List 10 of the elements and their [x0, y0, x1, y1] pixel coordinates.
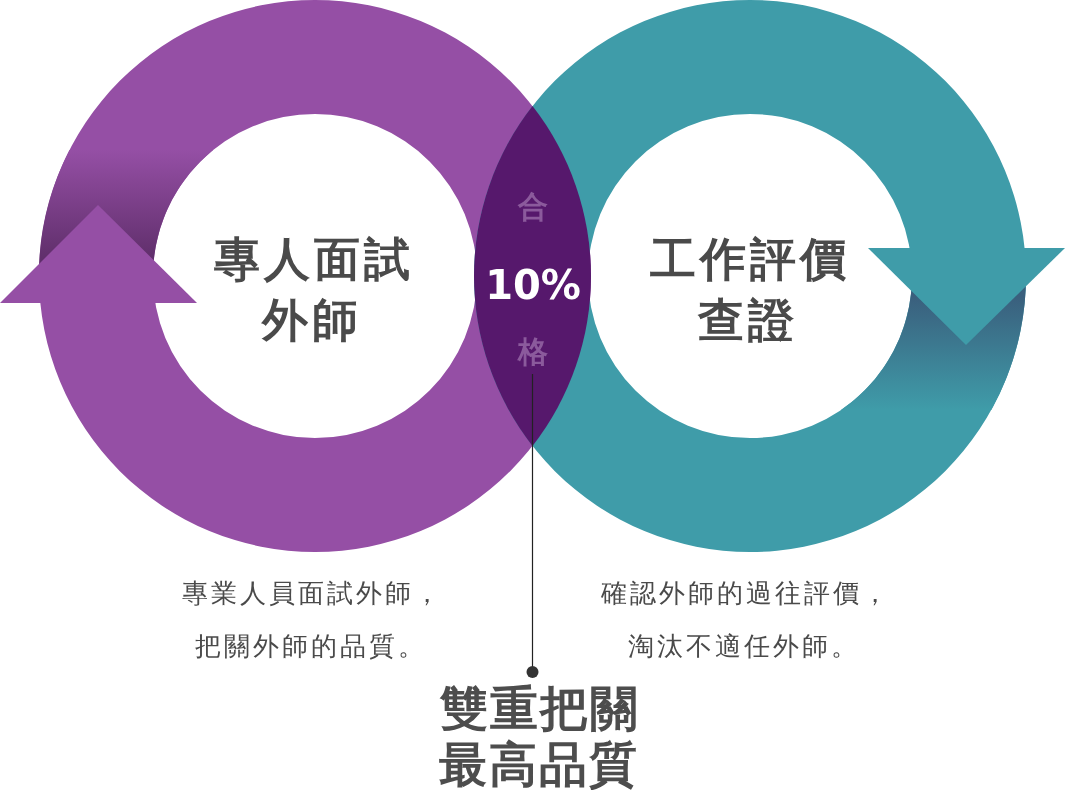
ring-label: 專人面試外師 [213, 231, 415, 349]
leader-line [526, 373, 539, 678]
caption-text: 確認外師的過往評價，淘汰不適任外師。 [599, 577, 892, 663]
overlap-label: 格 [516, 334, 549, 370]
overlap-lens [474, 106, 591, 446]
percentage-text: 10% [484, 261, 582, 309]
ring-label: 工作評價查證 [649, 231, 851, 349]
overlap-label: 合 [516, 189, 549, 225]
callout-heading: 雙重把關最高品質 [414, 680, 664, 790]
caption-text: 專業人員面試外師，把關外師的品質。 [181, 577, 444, 663]
